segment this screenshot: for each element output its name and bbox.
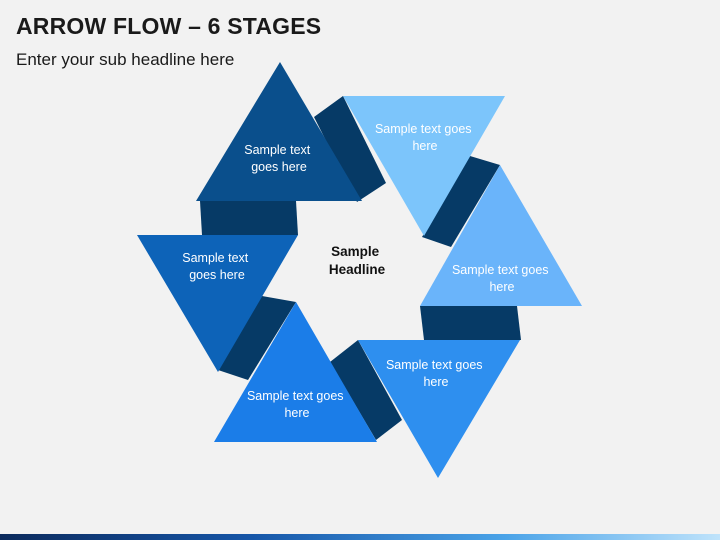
connector-1-2	[314, 96, 386, 202]
stage-2-label: Sample text goes here	[375, 122, 475, 153]
page-subtitle: Enter your sub headline here	[16, 50, 235, 69]
connector-3-4	[420, 306, 521, 340]
page-title: ARROW FLOW – 6 STAGES	[16, 13, 322, 39]
footer-gradient-bar	[0, 534, 720, 540]
stage-2-triangle	[343, 96, 505, 236]
stage-6-label: Sample text goes here	[182, 251, 252, 282]
stage-3-label: Sample text goes here	[452, 263, 552, 294]
connector-6-1	[200, 201, 298, 235]
stage-4-triangle	[358, 340, 520, 478]
stage-1-label: Sample text goes here	[244, 143, 314, 174]
stage-6-triangle	[137, 235, 298, 372]
stage-5-label: Sample text goes here	[247, 389, 347, 420]
connector-5-6	[218, 296, 296, 380]
stage-5-triangle	[214, 302, 377, 442]
stage-3-triangle	[420, 165, 582, 306]
connector-2-3	[422, 156, 500, 247]
stage-1-triangle	[196, 62, 362, 201]
stage-4-label: Sample text goes here	[386, 358, 486, 389]
center-headline: Sample Headline	[329, 244, 386, 277]
connector-4-5	[330, 340, 402, 440]
